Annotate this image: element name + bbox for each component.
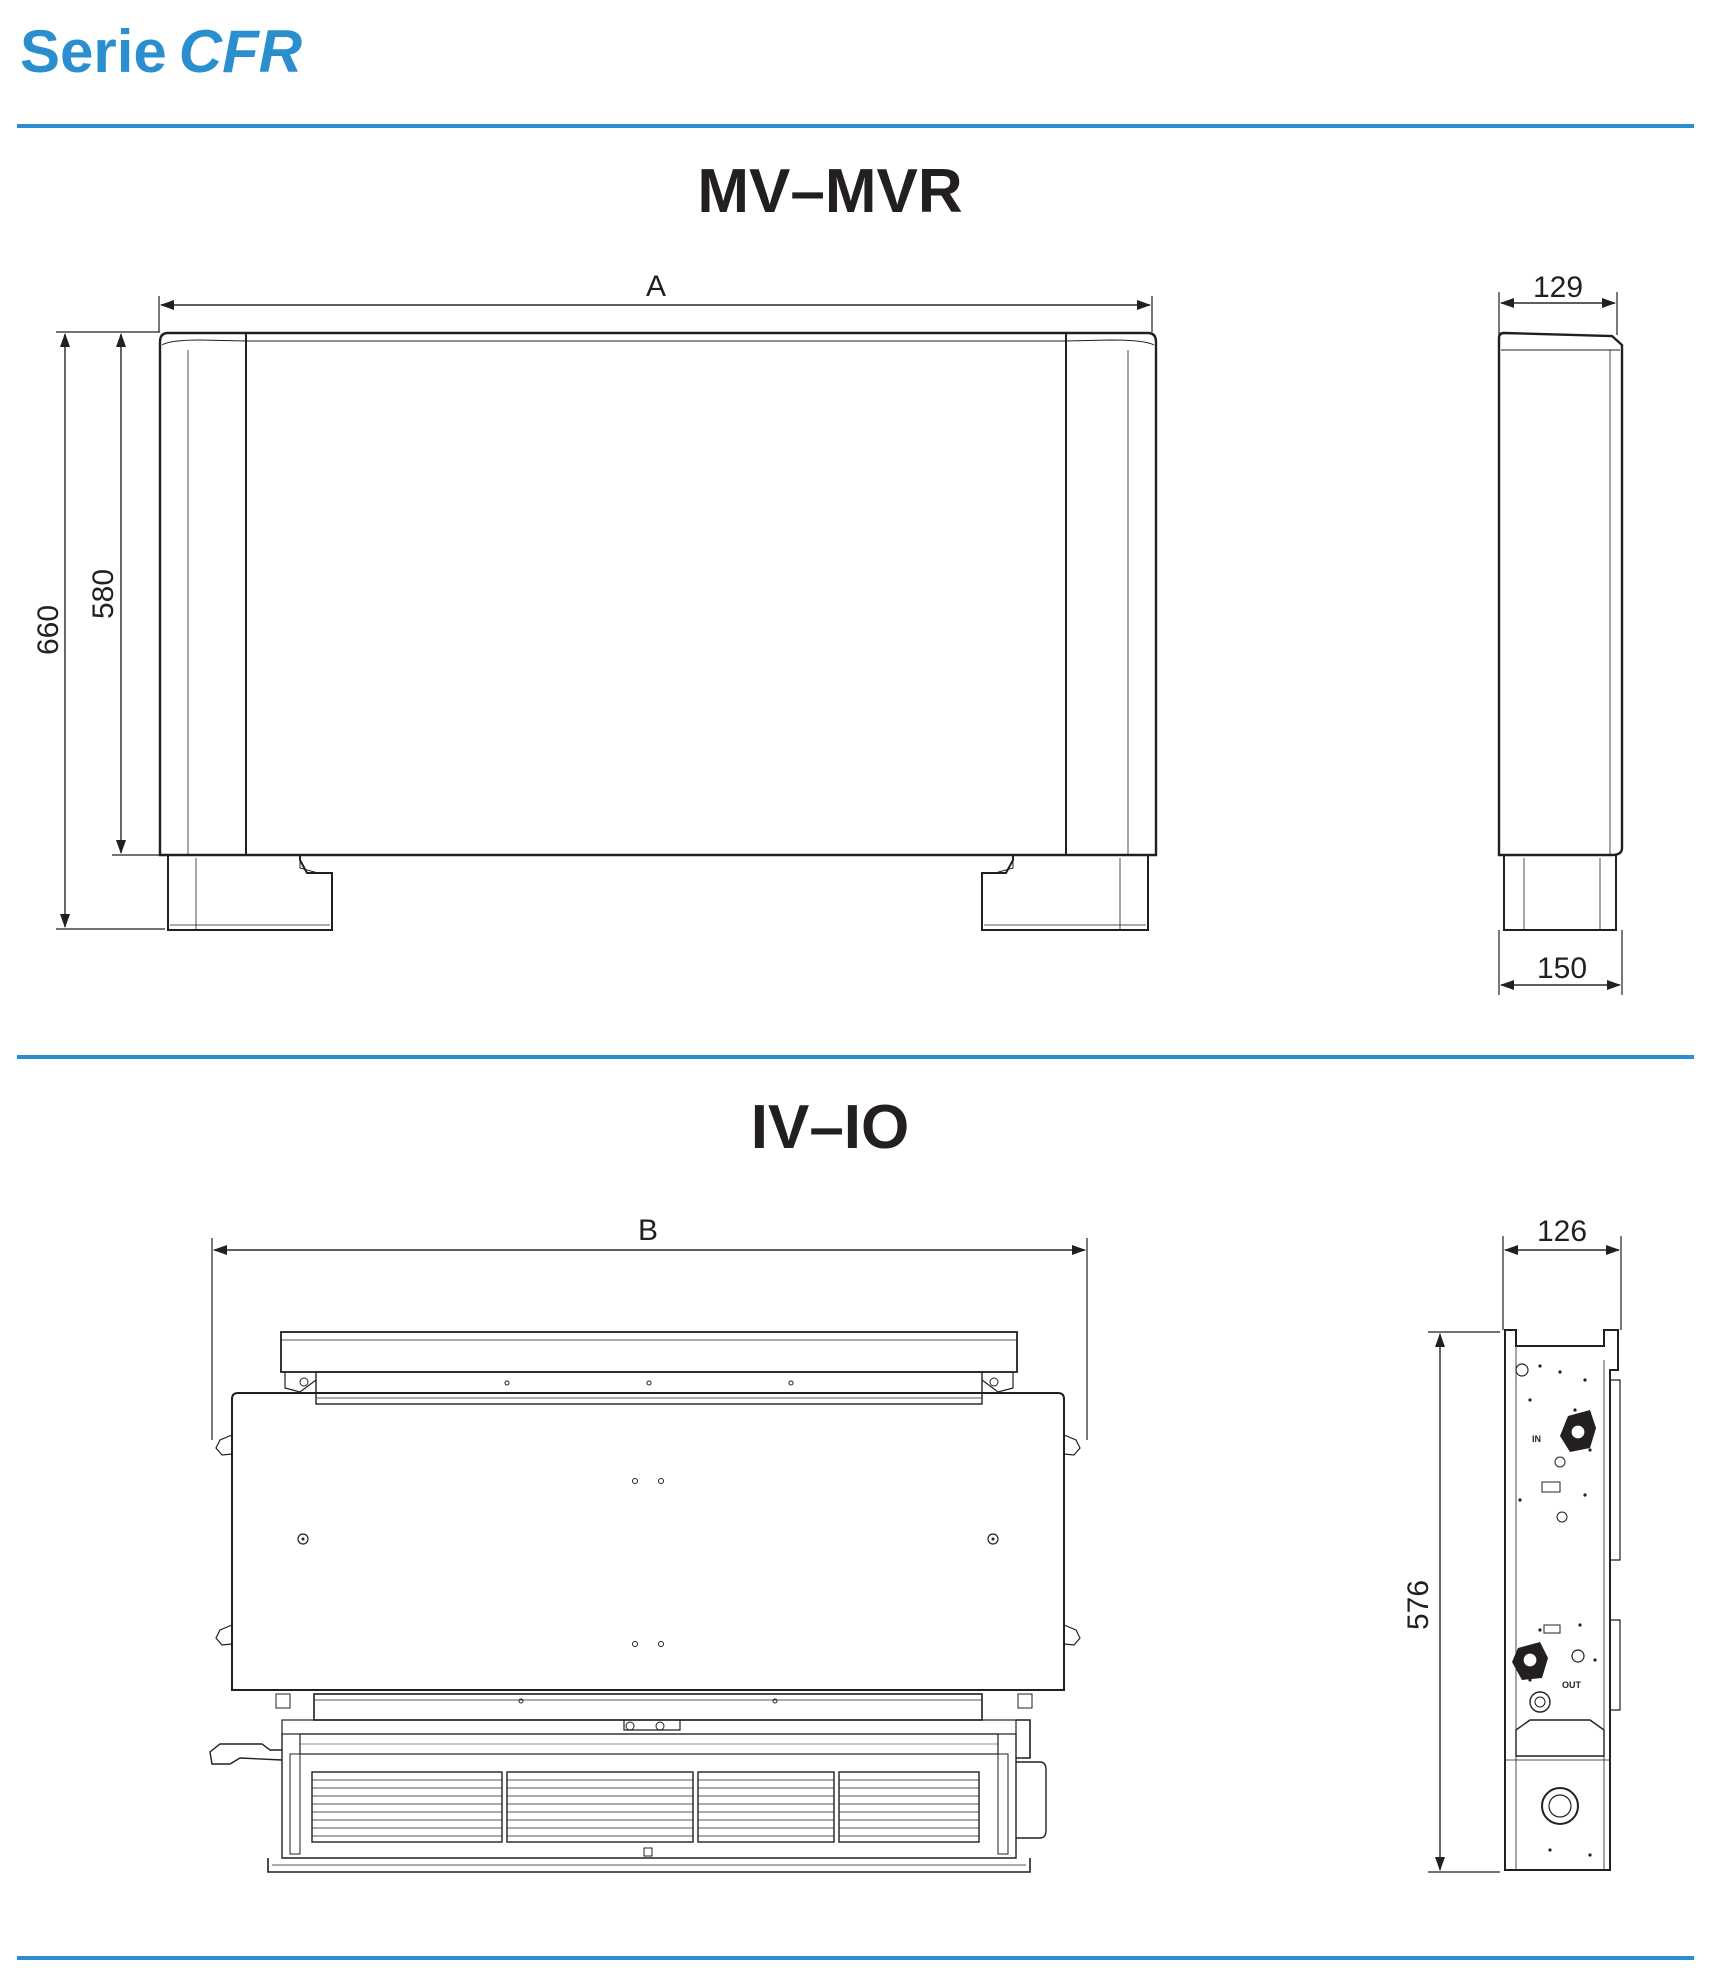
iv-side-view: 126 576 IN OUT: [1402, 1215, 1622, 1873]
dim-126-label: 126: [1537, 1215, 1587, 1248]
inlet-label: IN: [1532, 1434, 1541, 1444]
outlet-label: OUT: [1562, 1680, 1582, 1690]
divider-top: [17, 124, 1694, 128]
series-word: Serie: [20, 18, 167, 85]
iv-front-view: B: [209, 1214, 1088, 1873]
blower-housing: [311, 1771, 980, 1857]
dim-576-label: 576: [1402, 1580, 1435, 1630]
dim-a-label: A: [646, 270, 666, 303]
divider-middle: [17, 1055, 1694, 1059]
dim-580-label: 580: [87, 569, 120, 619]
dim-129-label: 129: [1533, 271, 1583, 304]
mv-front-view: A 660 580: [32, 270, 1158, 931]
section-title-iv-io: IV–IO: [750, 1093, 910, 1162]
dim-b-label: B: [638, 1214, 658, 1247]
mv-side-view: 129 150: [1497, 271, 1624, 995]
divider-bottom: [17, 1956, 1694, 1960]
dim-660-label: 660: [32, 605, 65, 655]
dim-150-label: 150: [1537, 952, 1587, 985]
series-name: CFR: [178, 18, 303, 85]
section-title-mv-mvr: MV–MVR: [697, 157, 963, 226]
